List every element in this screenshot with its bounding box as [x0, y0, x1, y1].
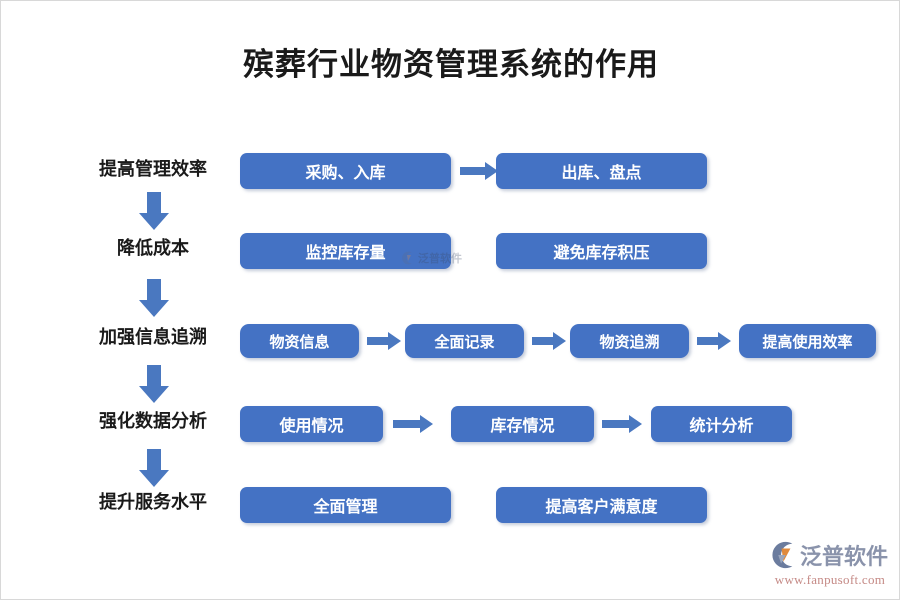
arrow-shaft: [147, 279, 161, 301]
arrow-bar: [697, 337, 720, 345]
arrow-tip: [388, 332, 401, 350]
flow-arrow-r3-2: [532, 332, 566, 350]
down-arrow-4-5: [139, 449, 169, 487]
process-box-r4c3[interactable]: 统计分析: [651, 406, 792, 442]
stage-label-5: 提升服务水平: [99, 492, 207, 512]
arrow-head: [139, 300, 169, 317]
stage-label-4: 强化数据分析: [99, 411, 207, 431]
brand-row: 泛普软件: [767, 539, 893, 571]
arrow-bar: [460, 167, 486, 175]
process-box-r2c2[interactable]: 避免库存积压: [496, 233, 707, 269]
process-box-r2c1[interactable]: 监控库存量: [240, 233, 451, 269]
process-box-r5c1[interactable]: 全面管理: [240, 487, 451, 523]
down-arrow-3-4: [139, 365, 169, 403]
arrow-bar: [602, 420, 630, 428]
arrow-bar: [532, 337, 555, 345]
arrow-bar: [367, 337, 390, 345]
flow-arrow-r1-1: [460, 162, 498, 180]
arrow-tip: [420, 415, 433, 433]
arrow-tip: [553, 332, 566, 350]
down-arrow-2-3: [139, 279, 169, 317]
process-box-r3c1[interactable]: 物资信息: [240, 324, 359, 358]
stage-label-1: 提高管理效率: [99, 159, 207, 179]
arrow-tip: [485, 162, 498, 180]
arrow-tip: [718, 332, 731, 350]
process-box-r1c1[interactable]: 采购、入库: [240, 153, 451, 189]
fanpu-logo-icon: [767, 540, 797, 570]
process-box-r3c3[interactable]: 物资追溯: [570, 324, 689, 358]
flow-arrow-r3-3: [697, 332, 731, 350]
arrow-head: [139, 470, 169, 487]
stage-label-2: 降低成本: [117, 238, 189, 258]
brand-logo: 泛普软件 www.fanpusoft.com: [767, 539, 893, 591]
brand-url: www.fanpusoft.com: [774, 572, 886, 587]
arrow-head: [139, 386, 169, 403]
down-arrow-1-2: [139, 192, 169, 230]
flow-arrow-r4-1: [393, 415, 433, 433]
arrow-shaft: [147, 192, 161, 214]
flow-arrow-r3-1: [367, 332, 401, 350]
arrow-tip: [629, 415, 642, 433]
arrow-shaft: [147, 365, 161, 387]
process-box-r5c2[interactable]: 提高客户满意度: [496, 487, 707, 523]
arrow-shaft: [147, 449, 161, 471]
process-box-r3c2[interactable]: 全面记录: [405, 324, 524, 358]
arrow-bar: [393, 420, 421, 428]
arrow-head: [139, 213, 169, 230]
stage-label-3: 加强信息追溯: [99, 327, 207, 347]
page-title: 殡葬行业物资管理系统的作用: [243, 47, 659, 82]
process-box-r4c1[interactable]: 使用情况: [240, 406, 383, 442]
process-box-r4c2[interactable]: 库存情况: [451, 406, 594, 442]
process-box-r3c4[interactable]: 提高使用效率: [739, 324, 876, 358]
flow-arrow-r4-2: [602, 415, 642, 433]
process-box-r1c2[interactable]: 出库、盘点: [496, 153, 707, 189]
fanpu-logo-svg: [772, 541, 793, 569]
brand-name: 泛普软件: [800, 544, 889, 569]
